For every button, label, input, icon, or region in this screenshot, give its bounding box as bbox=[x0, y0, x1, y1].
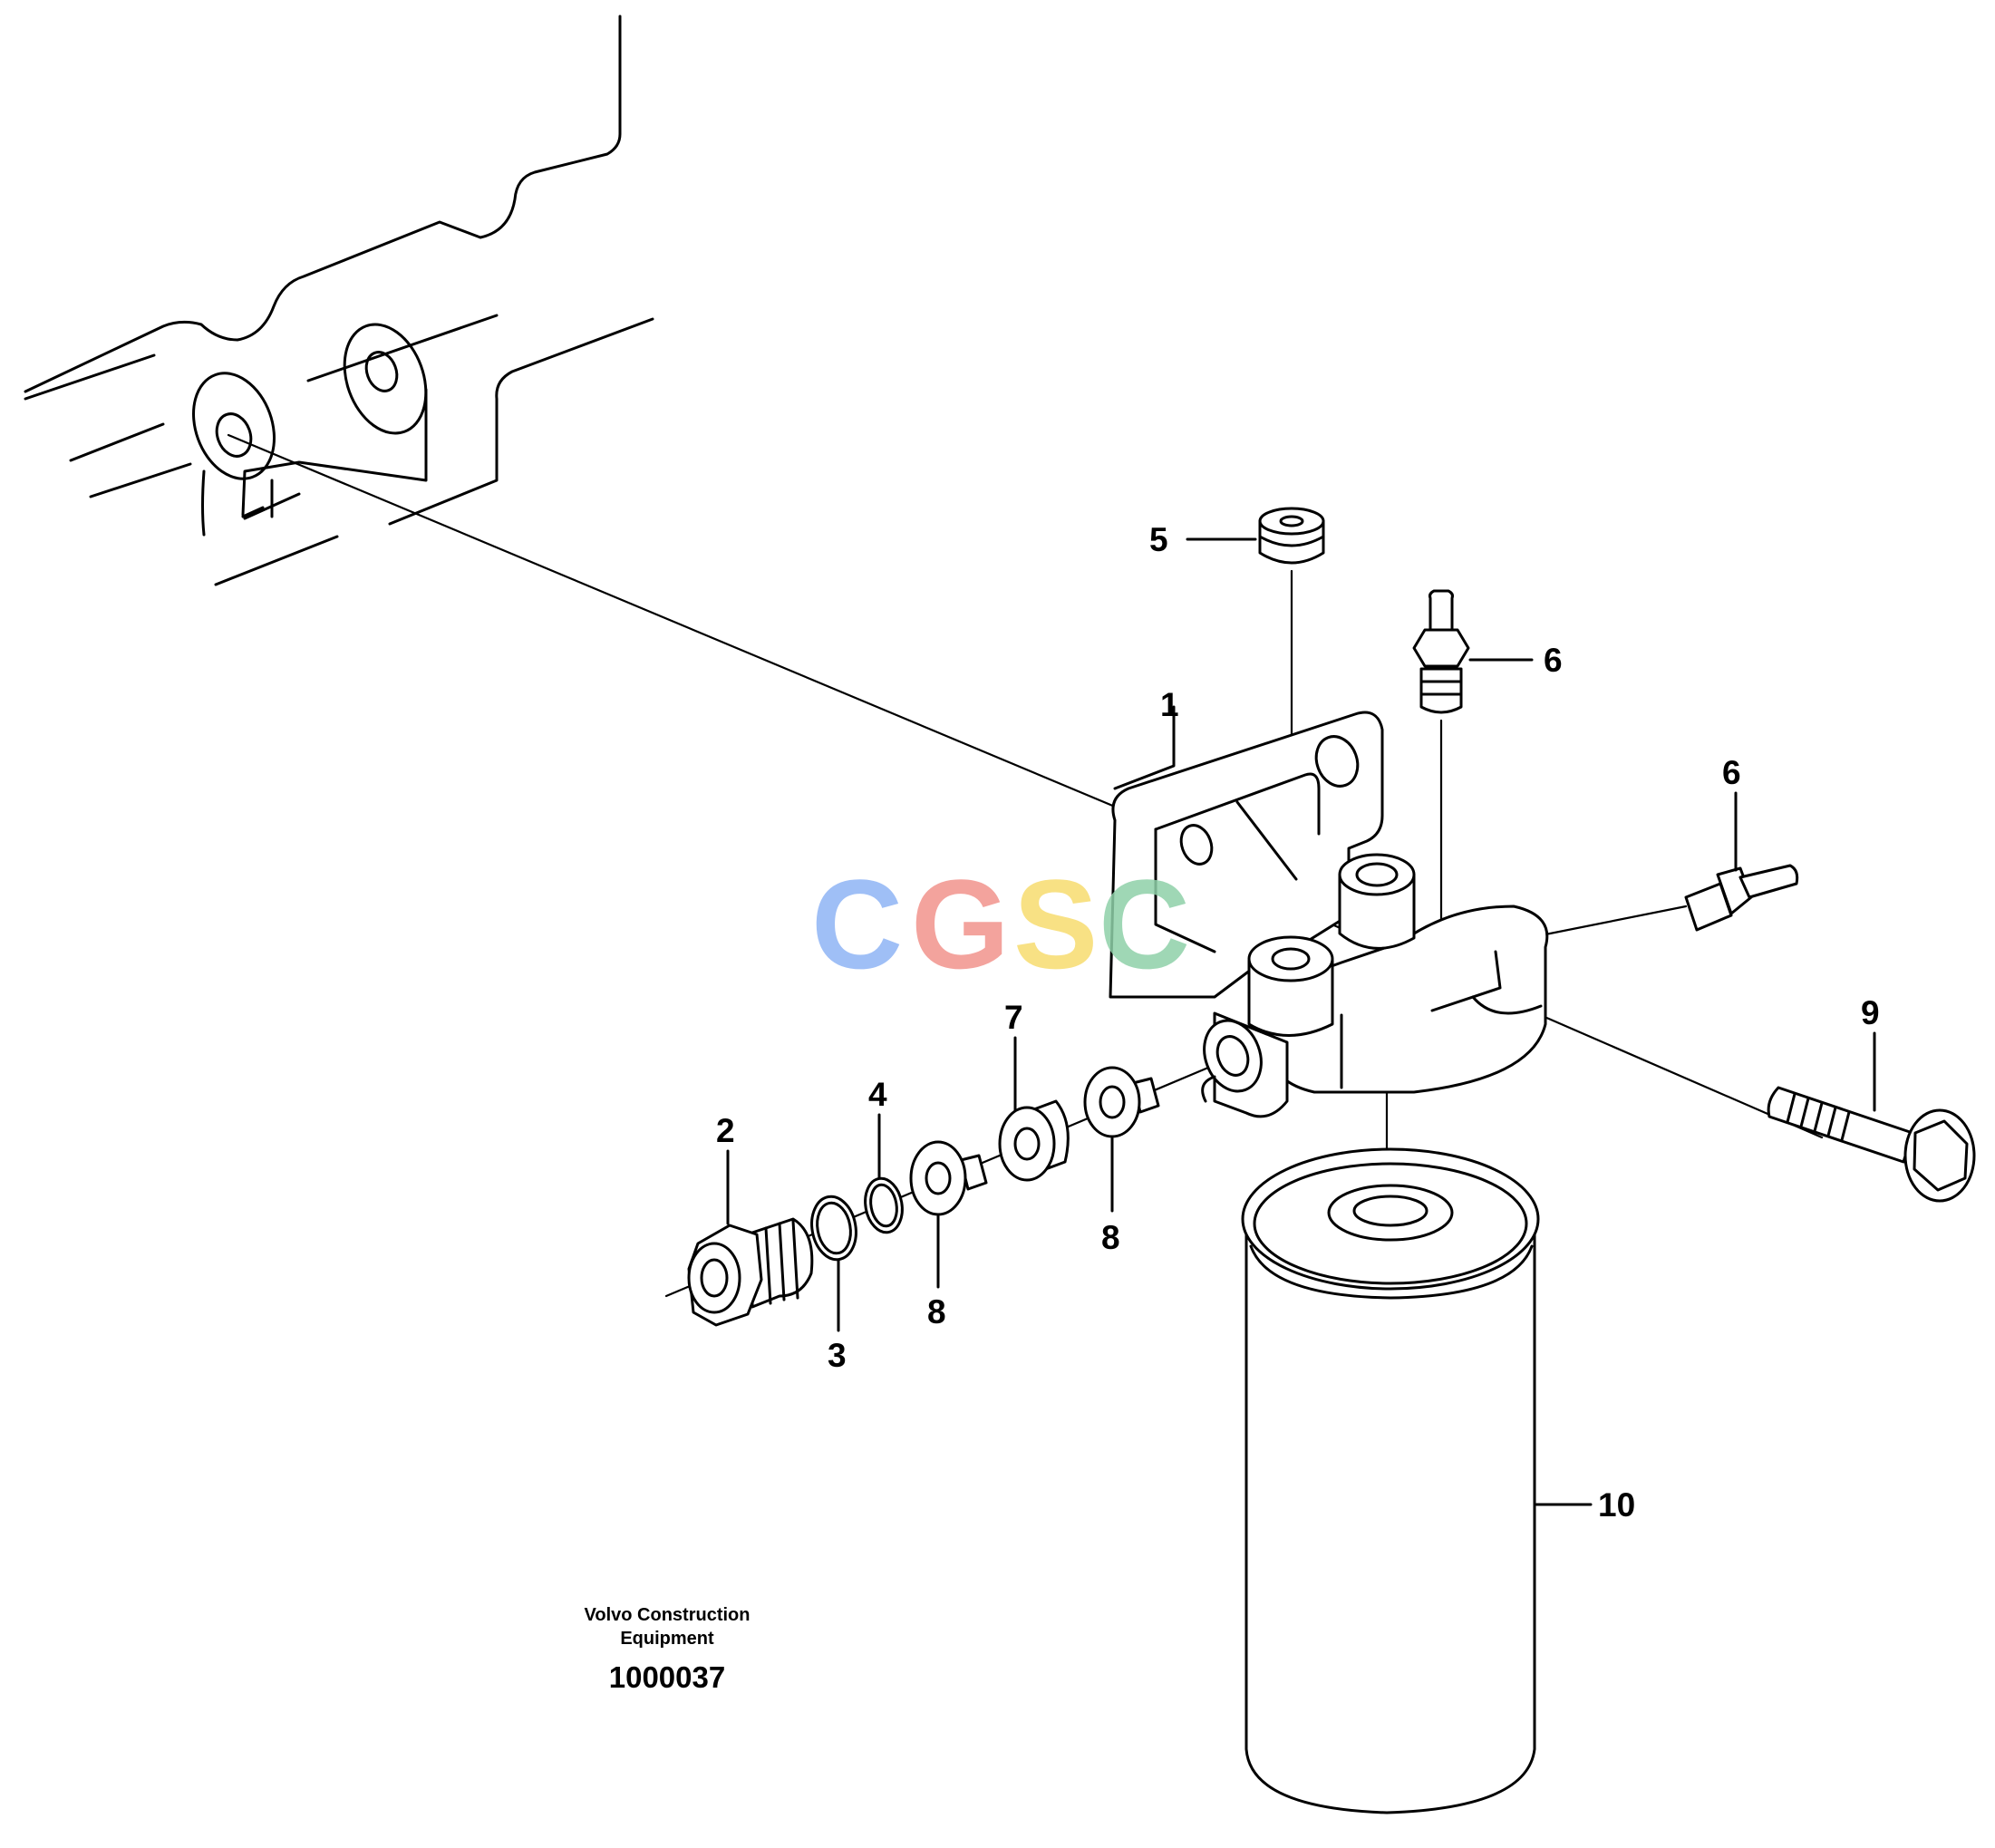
callout-labels: 1 5 6 6 9 7 4 2 3 8 8 10 bbox=[716, 521, 1880, 1524]
callout-10: 10 bbox=[1598, 1486, 1635, 1524]
callout-3: 3 bbox=[828, 1337, 847, 1374]
plug-part-5 bbox=[1258, 507, 1325, 565]
credit-line-1: Volvo Construction bbox=[585, 1605, 751, 1625]
document-number: 1000037 bbox=[609, 1660, 725, 1694]
callout-1: 1 bbox=[1160, 686, 1179, 723]
watermark-letter-c2: C bbox=[1099, 853, 1190, 995]
filter-bracket bbox=[1109, 711, 1549, 1118]
callout-leaders bbox=[726, 537, 1876, 1506]
washer-part-8-right bbox=[1083, 1066, 1160, 1138]
callout-6-right: 6 bbox=[1722, 754, 1741, 791]
callout-8-right: 8 bbox=[1101, 1219, 1120, 1256]
callout-9: 9 bbox=[1861, 994, 1880, 1031]
washer-part-8-left bbox=[909, 1140, 988, 1216]
adapter-part-2 bbox=[687, 1217, 814, 1327]
watermark-letter-g: G bbox=[911, 853, 1010, 995]
watermark-letter-c1: C bbox=[811, 853, 903, 995]
callout-8-left: 8 bbox=[927, 1293, 946, 1330]
o-ring-part-4 bbox=[864, 1176, 904, 1234]
nipple-part-6-right bbox=[1684, 864, 1799, 932]
bushing-part-7 bbox=[998, 1099, 1070, 1182]
callout-2: 2 bbox=[716, 1112, 735, 1149]
credit-block: Volvo Construction Equipment 1000037 bbox=[585, 1605, 751, 1694]
watermark-letter-s: S bbox=[1013, 853, 1098, 995]
engine-block-outline bbox=[24, 15, 654, 586]
filter-cartridge-part-10 bbox=[1241, 1147, 1540, 1814]
callout-4: 4 bbox=[868, 1076, 887, 1113]
credit-line-2: Equipment bbox=[620, 1629, 714, 1649]
callout-6-top: 6 bbox=[1544, 642, 1563, 679]
callout-7: 7 bbox=[1004, 999, 1023, 1036]
callout-5: 5 bbox=[1149, 521, 1168, 558]
flange-bolt-part-9 bbox=[1767, 1086, 1976, 1203]
watermark: C G S C bbox=[811, 853, 1190, 995]
nipple-part-6-top bbox=[1412, 589, 1470, 714]
o-ring-part-3 bbox=[810, 1195, 857, 1262]
